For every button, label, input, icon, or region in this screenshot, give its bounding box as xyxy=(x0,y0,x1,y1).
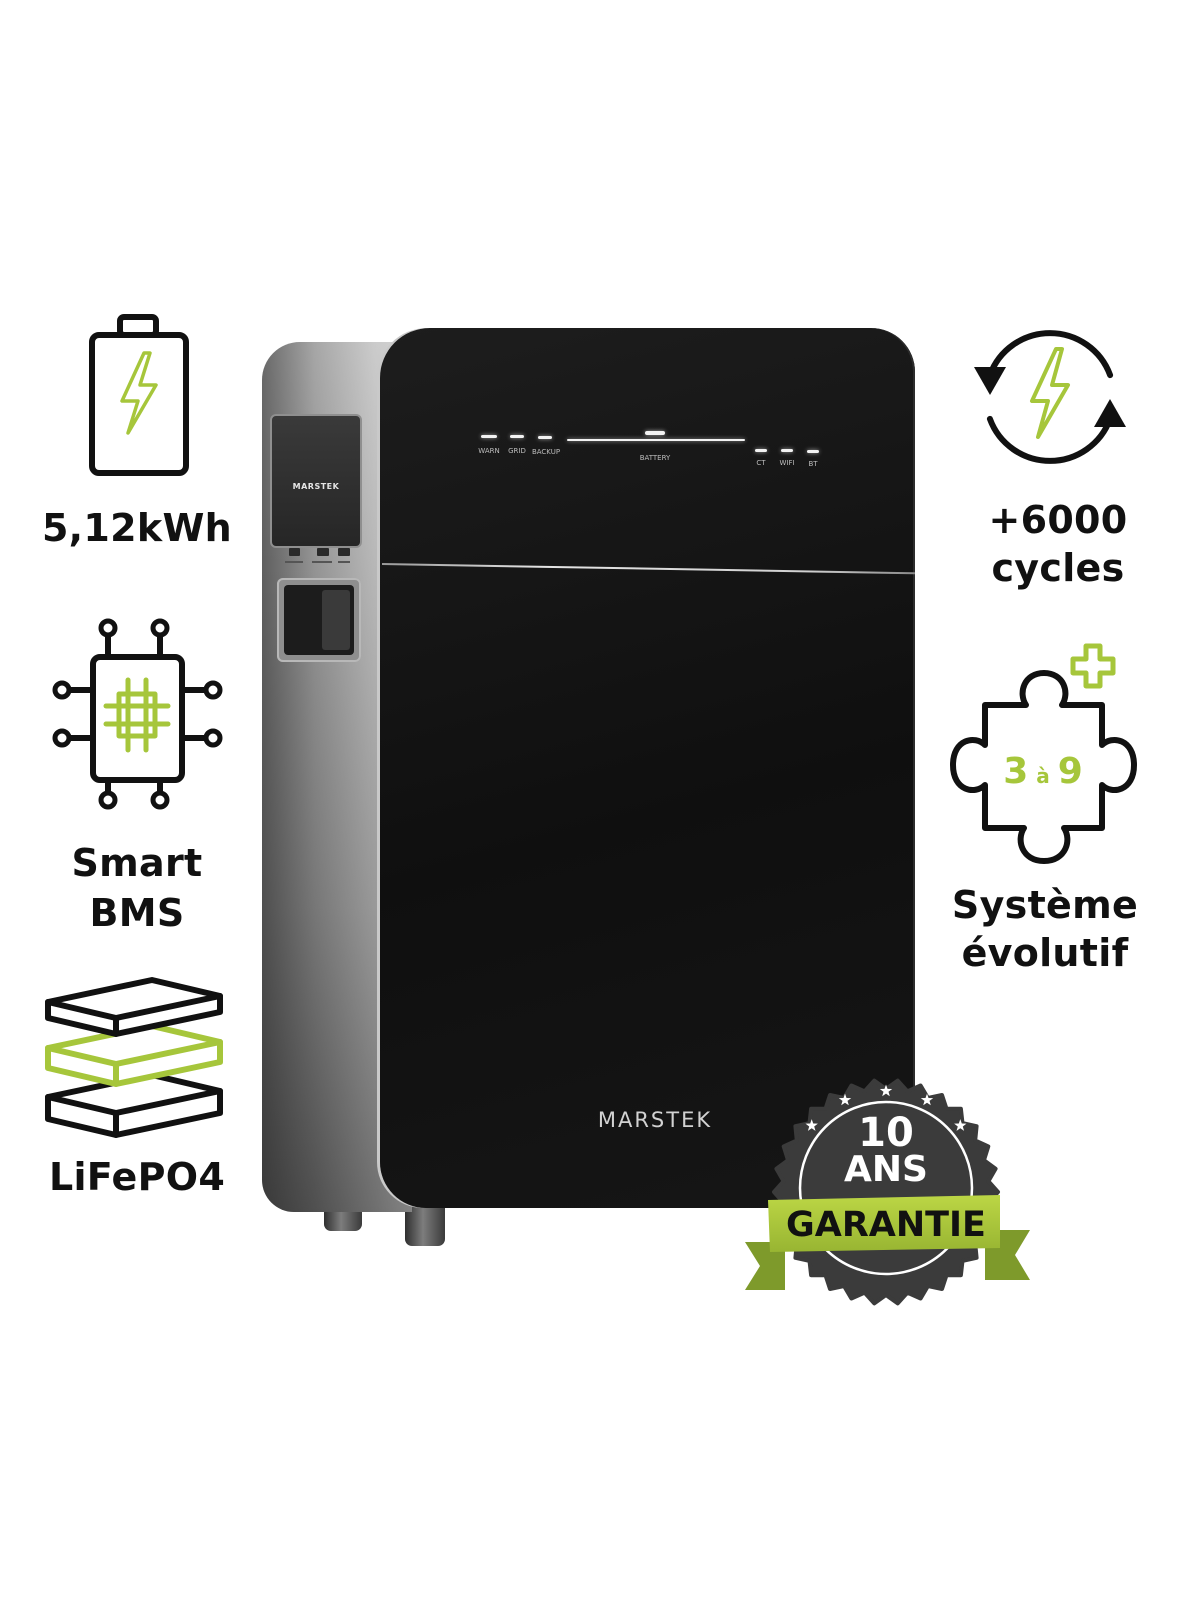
warranty-unit: ANS xyxy=(844,1149,928,1190)
star-icon xyxy=(954,1119,967,1131)
led-bt xyxy=(807,450,819,453)
ribbon-band xyxy=(768,1195,1000,1252)
capacity-label: 5,12kWh xyxy=(17,504,257,552)
badge-stars xyxy=(805,1084,967,1131)
port-marking xyxy=(312,561,332,563)
unit-port-plug xyxy=(322,590,350,650)
port-notch xyxy=(317,548,329,556)
circuit-chip-icon xyxy=(52,618,223,810)
port-notch xyxy=(338,548,350,556)
unit-front-panel xyxy=(380,328,915,1208)
warranty-years: 10 xyxy=(858,1110,914,1156)
cell-layer-middle xyxy=(45,1023,223,1087)
led-wifi xyxy=(781,449,793,452)
port-marking xyxy=(285,561,303,563)
chemistry-label-text: LiFePO4 xyxy=(48,1155,226,1199)
arrow-head-icon xyxy=(1094,399,1126,427)
charge-cycle-icon xyxy=(974,330,1126,464)
unit-side-display xyxy=(270,414,362,548)
scalable-label: Système évolutif xyxy=(925,881,1165,977)
arrow-head-icon xyxy=(974,367,1006,395)
ribbon-tail-left xyxy=(745,1242,785,1290)
bms-label: Smart BMS xyxy=(17,838,257,938)
led-label-grid: GRID xyxy=(508,447,526,455)
cell-layer-top xyxy=(45,977,223,1037)
scalable-label-line-2: évolutif xyxy=(961,931,1129,975)
front-brand-logo: MARSTEK xyxy=(597,1108,713,1132)
star-icon xyxy=(838,1093,852,1106)
module-range-to: 9 xyxy=(1057,751,1083,792)
led-label-backup: BACKUP xyxy=(531,448,561,456)
cycles-label: +6000 cycles xyxy=(948,496,1168,592)
star-icon xyxy=(879,1084,893,1097)
module-range-separator: à xyxy=(1036,764,1050,788)
led-label-bt: BT xyxy=(808,460,818,468)
port-marking xyxy=(338,561,350,563)
led-battery-bar xyxy=(567,439,745,441)
module-range-from: 3 xyxy=(1003,751,1029,792)
cycles-label-line-1: +6000 xyxy=(988,498,1128,542)
led-label-ct: CT xyxy=(756,459,766,467)
badge-ring xyxy=(798,1100,974,1276)
battery-charge-icon xyxy=(89,314,189,476)
bms-label-line-1: Smart xyxy=(71,841,203,885)
unit-foot xyxy=(405,1206,445,1246)
plus-icon xyxy=(1070,643,1116,689)
led-label-wifi: WIFI xyxy=(779,459,795,467)
led-label-battery: BATTERY xyxy=(639,454,671,462)
cycles-label-line-2: cycles xyxy=(991,546,1125,590)
bms-label-line-2: BMS xyxy=(89,891,185,935)
port-notch xyxy=(289,548,300,556)
cell-layer-bottom xyxy=(45,1072,223,1138)
warranty-ribbon-label: GARANTIE xyxy=(786,1205,986,1245)
puzzle-plus-icon xyxy=(950,643,1137,864)
led-label-warn: WARN xyxy=(478,447,500,455)
star-icon xyxy=(805,1119,818,1131)
capacity-label-text: 5,12kWh xyxy=(41,506,233,550)
scalable-label-line-1: Système xyxy=(951,883,1139,927)
led-ct xyxy=(755,449,767,452)
chemistry-label: LiFePO4 xyxy=(17,1153,257,1201)
battery-cells-stack-icon xyxy=(45,977,223,1138)
led-backup xyxy=(538,436,552,439)
led-warn xyxy=(481,435,497,438)
warranty-badge xyxy=(745,1078,1030,1306)
star-icon xyxy=(920,1093,934,1106)
led-battery-level xyxy=(645,431,665,435)
side-brand-logo: MARSTEK xyxy=(292,482,340,491)
led-grid xyxy=(510,435,524,438)
